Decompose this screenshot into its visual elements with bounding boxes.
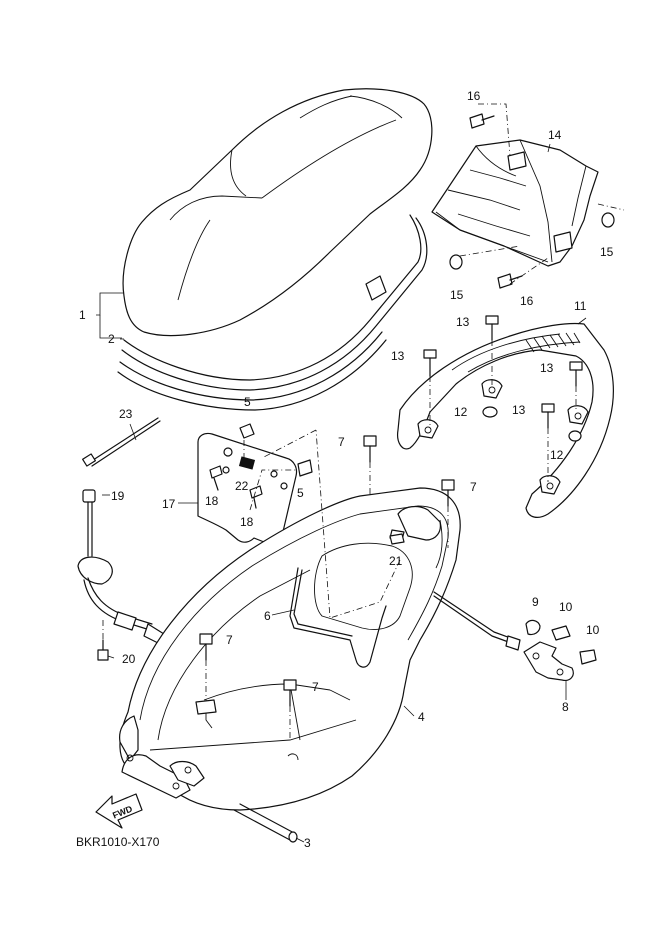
callout-18a: 18 bbox=[205, 494, 219, 508]
callout-4: 4 bbox=[418, 710, 425, 724]
callout-5b: 5 bbox=[297, 486, 304, 500]
callout-12a: 12 bbox=[454, 405, 468, 419]
callout-9: 9 bbox=[532, 595, 539, 609]
rod bbox=[233, 803, 298, 843]
callout-23: 23 bbox=[119, 407, 133, 421]
callout-16a: 16 bbox=[467, 89, 481, 103]
callout-13d: 13 bbox=[512, 403, 526, 417]
callout-3: 3 bbox=[304, 836, 311, 850]
seat-assembly bbox=[117, 88, 433, 411]
callout-13a: 13 bbox=[456, 315, 470, 329]
fasteners bbox=[199, 113, 615, 707]
tail-tray bbox=[431, 139, 599, 267]
callout-7c: 7 bbox=[226, 633, 233, 647]
callout-15b: 15 bbox=[600, 245, 614, 259]
callout-7b: 7 bbox=[470, 480, 477, 494]
callout-20: 20 bbox=[122, 652, 136, 666]
bracket-plate bbox=[197, 423, 313, 545]
callout-2: 2 bbox=[108, 332, 115, 346]
luggage-box bbox=[119, 487, 461, 811]
leader-lines bbox=[96, 103, 625, 843]
callout-6: 6 bbox=[264, 609, 271, 623]
callout-15a: 15 bbox=[450, 288, 464, 302]
callout-16b: 16 bbox=[520, 294, 534, 308]
callout-7d: 7 bbox=[312, 680, 319, 694]
callout-8: 8 bbox=[562, 700, 569, 714]
latch-assembly bbox=[433, 591, 597, 681]
cable-tie bbox=[82, 417, 161, 467]
callout-12b: 12 bbox=[550, 448, 564, 462]
grab-rail bbox=[397, 322, 614, 518]
callout-19: 19 bbox=[111, 489, 125, 503]
callout-22: 22 bbox=[235, 479, 249, 493]
callout-7a: 7 bbox=[338, 435, 345, 449]
callout-17: 17 bbox=[162, 497, 176, 511]
callout-5a: 5 bbox=[244, 395, 251, 409]
callout-10b: 10 bbox=[586, 623, 600, 637]
part-21 bbox=[389, 533, 405, 545]
callout-10a: 10 bbox=[559, 600, 573, 614]
seat-lock-cable bbox=[77, 489, 165, 661]
callout-1: 1 bbox=[79, 308, 86, 322]
callout-13b: 13 bbox=[391, 349, 405, 363]
diagram-code: BKR1010-X170 bbox=[76, 835, 160, 849]
callout-11: 11 bbox=[574, 299, 587, 313]
callout-14: 14 bbox=[548, 128, 562, 142]
callout-21: 21 bbox=[389, 554, 403, 568]
callout-13c: 13 bbox=[540, 361, 554, 375]
callout-18b: 18 bbox=[240, 515, 254, 529]
wire-hook bbox=[289, 567, 387, 668]
callouts: 1 2 3 4 5 5 6 7 7 7 7 8 9 10 10 11 12 12… bbox=[79, 89, 614, 850]
forward-arrow-icon: FWD bbox=[95, 793, 143, 829]
